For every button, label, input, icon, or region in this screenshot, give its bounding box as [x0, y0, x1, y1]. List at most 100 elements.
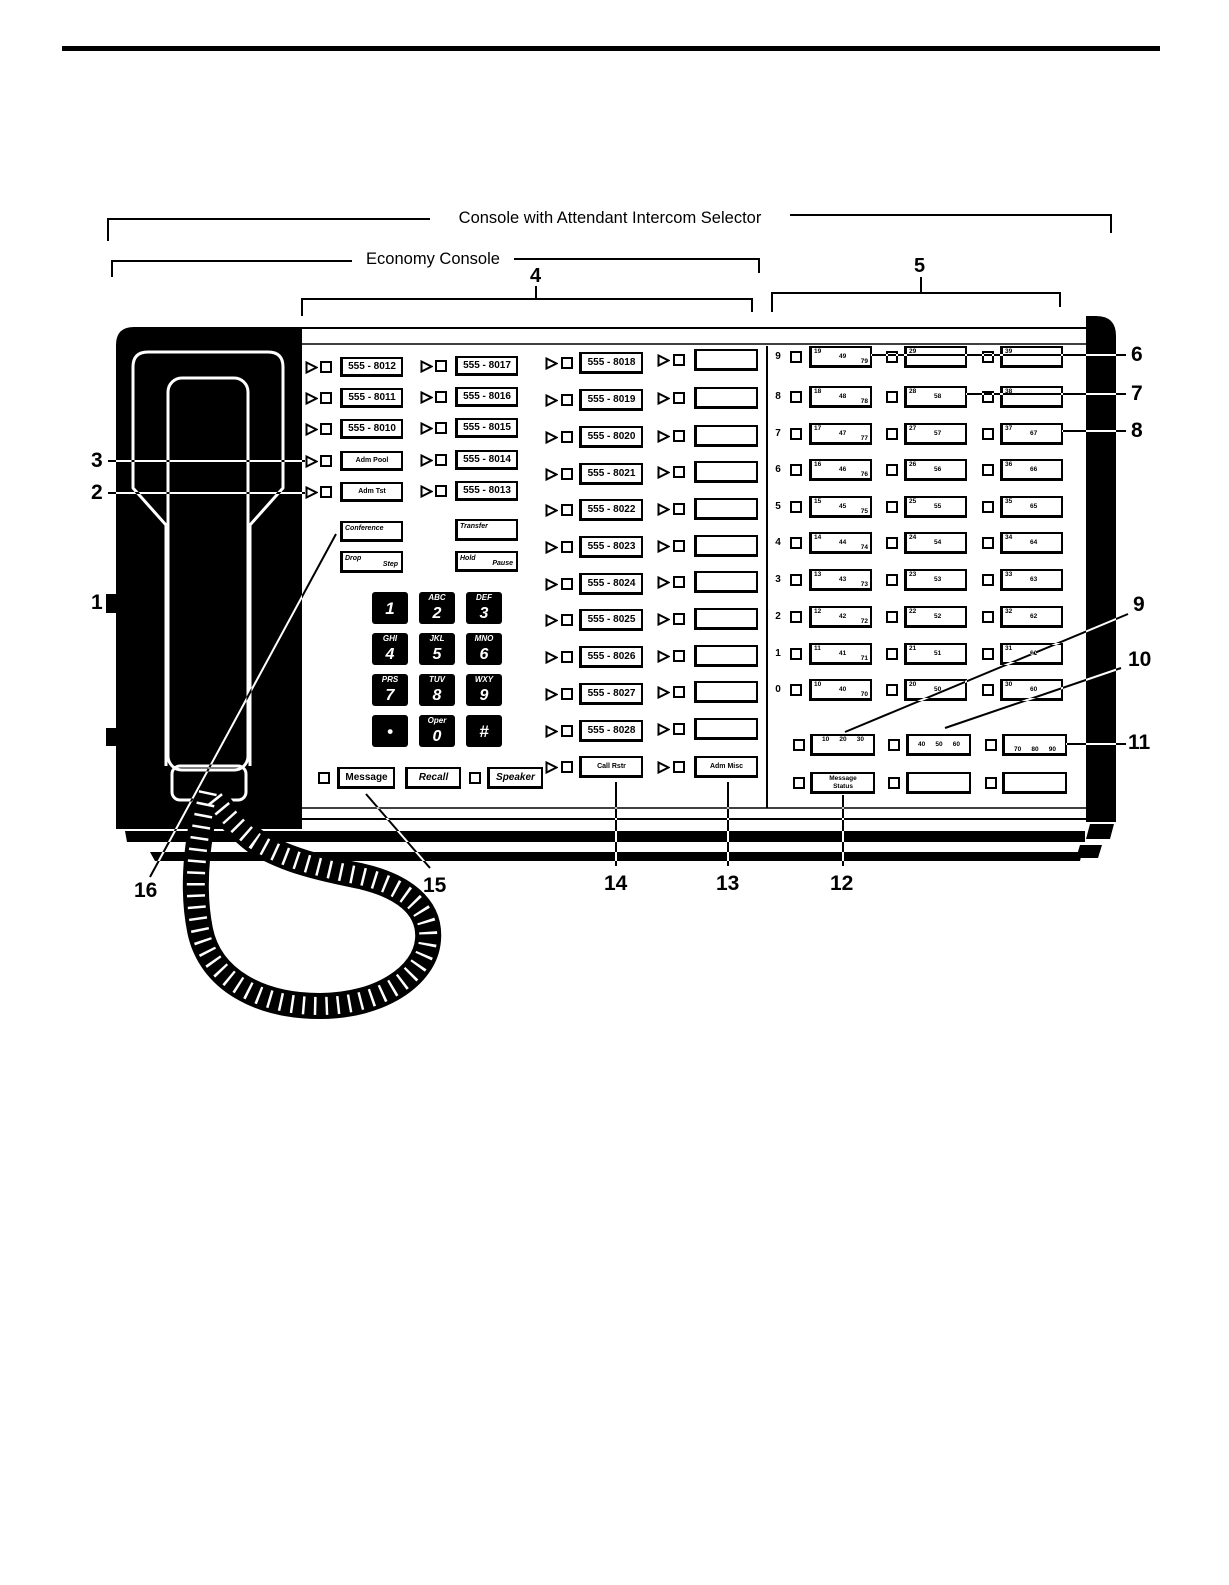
status-lamp-icon: [657, 540, 670, 553]
hundreds-number: 90: [1048, 745, 1056, 753]
economy-console-bracket: [111, 260, 352, 277]
handset-cord: [182, 779, 442, 1020]
economy-console-title: Economy Console: [366, 250, 500, 268]
indicator-lamp-icon: [561, 504, 573, 516]
section-4-label: 4: [530, 265, 542, 287]
selector-lamp-icon: [790, 351, 802, 363]
blank-designation-button: [694, 645, 758, 667]
selector-number: 46: [839, 466, 847, 473]
selector-number: 74: [860, 543, 868, 551]
selector-number: 63: [1030, 576, 1038, 583]
selector-number: 67: [1030, 430, 1038, 437]
status-lamp-icon: [305, 361, 318, 374]
status-lamp-icon: [657, 466, 670, 479]
call-appearance-button: 555 - 8019: [579, 389, 643, 411]
selector-number: 45: [839, 503, 847, 510]
step-label: Step: [382, 561, 398, 568]
selector-lamp-icon: [982, 501, 994, 513]
keypad-key-digit: 2: [432, 605, 442, 622]
selector-number: 30: [1005, 681, 1013, 688]
keypad-key-digit: 4: [385, 646, 395, 663]
status-lamp-icon: [545, 504, 558, 517]
console-base: [125, 831, 1085, 842]
selector-number: 19: [814, 348, 822, 355]
selector-number: 51: [934, 650, 942, 657]
selector-number: 43: [839, 576, 847, 583]
speaker-button: Speaker: [487, 767, 543, 789]
recall-button: Recall: [405, 767, 461, 789]
call-appearance-button: 555 - 8025: [579, 609, 643, 631]
callout-6: 6: [1131, 343, 1143, 366]
selector-lamp-icon: [982, 464, 994, 476]
blank-designation-button: [694, 681, 758, 703]
selector-number: 20: [909, 681, 917, 688]
selector-number: 65: [1030, 503, 1038, 510]
keypad-key-digit: 6: [479, 646, 489, 663]
header-brackets: [107, 214, 1112, 316]
blank-designation-button: [694, 608, 758, 630]
section-4-bracket: [301, 286, 753, 316]
selector-number: 64: [1030, 539, 1038, 546]
keypad-key-digit: 7: [385, 687, 395, 704]
indicator-lamp-icon: [561, 541, 573, 553]
selector-number: 31: [1005, 645, 1013, 652]
selector-lamp-icon: [982, 611, 994, 623]
console-right-edge: [1086, 316, 1116, 822]
selector-number: 14: [814, 534, 822, 541]
blank-designation-button: [694, 425, 758, 447]
blank-designation-button: [694, 498, 758, 520]
full-console-title: Console with Attendant Intercom Selector: [458, 209, 762, 227]
indicator-lamp-icon: [673, 430, 685, 442]
conference-button: Conference: [340, 521, 403, 542]
keypad-key-digit: •: [387, 722, 393, 741]
full-console-bracket: [790, 214, 1112, 233]
status-lamp-icon: [305, 486, 318, 499]
selector-lamp-icon: [790, 464, 802, 476]
call-appearance-button: 555 - 8010: [340, 419, 403, 439]
message-lamp-icon: [318, 772, 330, 784]
call-appearance-button: 555 - 8014: [455, 450, 518, 470]
keypad-key-letters: GHI: [382, 634, 398, 643]
selector-number: 37: [1005, 425, 1013, 432]
selector-number: 79: [860, 357, 868, 365]
conference-label: Conference: [345, 525, 384, 532]
indicator-lamp-icon: [561, 725, 573, 737]
selector-number: 60: [1030, 686, 1038, 693]
hundreds-number: 60: [952, 740, 960, 748]
selector-button: 29: [904, 346, 967, 368]
call-appearance-button: 555 - 8013: [455, 481, 518, 501]
selector-number: 17: [814, 425, 822, 432]
indicator-lamp-icon: [561, 394, 573, 406]
status-lamp-icon: [545, 688, 558, 701]
selector-number: 18: [814, 388, 822, 395]
selector-lamp-icon: [790, 428, 802, 440]
keypad-key-letters: TUV: [429, 675, 445, 684]
selector-lamp-icon: [888, 777, 900, 789]
selector-lamp-icon: [793, 777, 805, 789]
selector-number: 50: [934, 686, 942, 693]
selector-row-label: 9: [775, 351, 781, 362]
hold-pause-button: Hold Pause: [455, 551, 518, 572]
selector-lamp-icon: [985, 739, 997, 751]
indicator-lamp-icon: [320, 392, 332, 404]
keypad-key-letters: ABC: [428, 593, 446, 602]
indicator-lamp-icon: [561, 578, 573, 590]
indicator-lamp-icon: [320, 455, 332, 467]
call-appearance-button: Adm Tst: [340, 482, 403, 502]
hundreds-number: 70: [1014, 745, 1022, 753]
indicator-lamp-icon: [435, 360, 447, 372]
keypad-key-1: 1: [372, 592, 408, 624]
selector-number: 62: [1030, 613, 1038, 620]
selector-lamp-icon: [886, 611, 898, 623]
